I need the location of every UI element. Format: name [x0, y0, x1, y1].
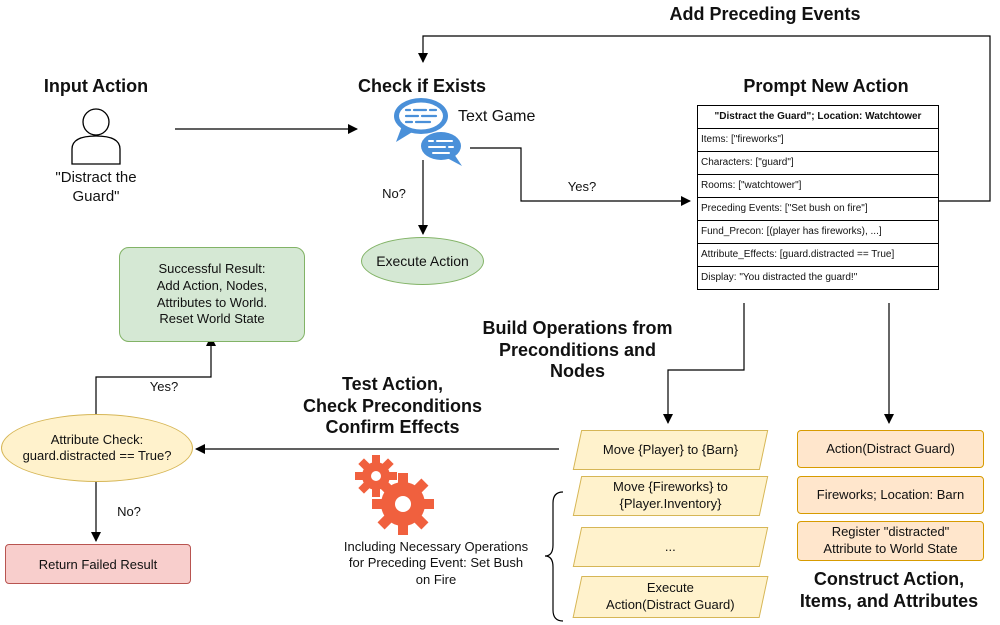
test-action-heading: Test Action, Check Preconditions Confirm…: [302, 374, 483, 438]
successful-result-node: Successful Result: Add Action, Nodes, At…: [119, 247, 305, 342]
construct-action-box: Action(Distract Guard): [797, 430, 984, 468]
edge-check-to-prompt: [470, 147, 691, 206]
prompt-table: "Distract the Guard"; Location: Watchtow…: [697, 105, 939, 290]
edge-label-no-check: No?: [117, 504, 141, 519]
prompt-table-row-fund-precon: Fund_Precon: [(player has fireworks), ..…: [698, 221, 938, 244]
operation-move-player-label: Move {Player} to {Barn}: [602, 441, 739, 457]
operation-execute: Execute Action(Distract Guard): [572, 576, 769, 618]
construct-items-box: Fireworks; Location: Barn: [797, 476, 984, 514]
prompt-table-header: "Distract the Guard"; Location: Watchtow…: [698, 106, 938, 129]
attribute-check-label: Attribute Check: guard.distracted == Tru…: [22, 431, 172, 463]
execute-action-node: Execute Action: [361, 237, 484, 285]
edge-prompt-to-operations: [663, 303, 745, 424]
text-game-label: Text Game: [458, 108, 536, 125]
input-action-quote: "Distract the Guard": [55, 169, 137, 205]
prompt-table-row-characters: Characters: ["guard"]: [698, 152, 938, 175]
operation-ellipsis-label: ...: [665, 538, 676, 554]
gears-icon: [355, 455, 434, 535]
necessary-operations-caption: Including Necessary Operations for Prece…: [343, 539, 529, 587]
check-if-exists-heading: Check if Exists: [357, 76, 487, 96]
operation-move-fireworks-label: Move {Fireworks} to {Player.Inventory}: [613, 479, 728, 511]
prompt-table-row-display: Display: "You distracted the guard!": [701, 272, 858, 283]
edge-label-yes-check: Yes?: [149, 379, 179, 394]
operation-ellipsis: ...: [572, 527, 769, 567]
prompt-table-row-attribute-effects: Attribute_Effects: [guard.distracted == …: [698, 244, 938, 267]
construct-action-label: Action(Distract Guard): [826, 440, 955, 456]
construct-attribute-label: Register "distracted" Attribute to World…: [823, 524, 958, 556]
prompt-new-action-heading: Prompt New Action: [743, 76, 909, 96]
execute-action-label: Execute Action: [376, 253, 469, 269]
edge-label-yes-exists: Yes?: [567, 179, 597, 194]
build-operations-heading: Build Operations from Preconditions and …: [482, 318, 673, 382]
person-icon: [71, 108, 121, 165]
prompt-table-row-rooms: Rooms: ["watchtower"]: [698, 175, 938, 198]
input-action-heading: Input Action: [43, 76, 149, 96]
operations-brace: [544, 491, 564, 622]
construct-attribute-box: Register "distracted" Attribute to World…: [797, 521, 984, 561]
prompt-table-row-items: Items: ["fireworks"]: [698, 129, 938, 152]
construct-items-label: Fireworks; Location: Barn: [816, 486, 965, 502]
operation-execute-label: Execute Action(Distract Guard): [606, 580, 735, 612]
operation-move-player: Move {Player} to {Barn}: [572, 430, 769, 470]
prompt-table-row-preceding-events: Preceding Events: ["Set bush on fire"]: [698, 198, 938, 221]
chat-bubbles-icon: [394, 98, 462, 166]
failed-result-label: Return Failed Result: [38, 556, 158, 572]
add-preceding-events-heading: Add Preceding Events: [669, 4, 861, 24]
operation-move-fireworks: Move {Fireworks} to {Player.Inventory}: [572, 476, 769, 516]
construct-heading: Construct Action, Items, and Attributes: [799, 569, 979, 611]
attribute-check-node: Attribute Check: guard.distracted == Tru…: [1, 414, 193, 482]
edge-check-to-success: [95, 336, 216, 414]
failed-result-node: Return Failed Result: [5, 544, 191, 584]
successful-result-label: Successful Result: Add Action, Nodes, At…: [156, 260, 268, 327]
edge-label-no-exists: No?: [382, 186, 406, 201]
edge-add-preceding-loop: [418, 35, 991, 202]
